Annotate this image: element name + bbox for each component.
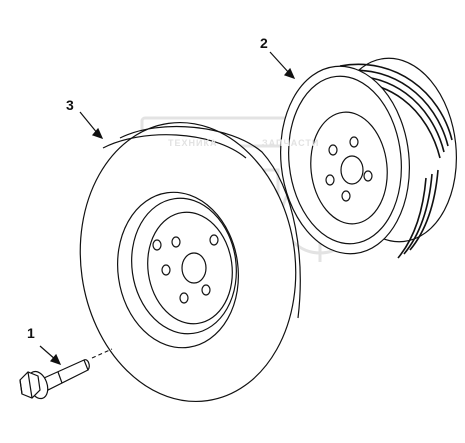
bolt-axis-line: [91, 348, 113, 359]
callout-part-3: 3: [66, 97, 74, 113]
watermark-right-text: ЗАПЧАСТИ: [262, 138, 320, 148]
watermark-left-text: ТЕХНИКА: [168, 138, 218, 148]
leader-arrows: [39, 51, 296, 365]
flange-bolt: [19, 359, 90, 400]
grooved-pulley: [279, 57, 458, 259]
pulley-center-bore: [340, 155, 364, 185]
leader-arrow-2: [269, 51, 291, 75]
damper-ring: [79, 121, 301, 403]
center-bore: [181, 252, 207, 284]
callout-part-1: 1: [27, 325, 35, 341]
callout-part-2: 2: [260, 35, 268, 51]
leader-arrow-3: [79, 111, 99, 135]
